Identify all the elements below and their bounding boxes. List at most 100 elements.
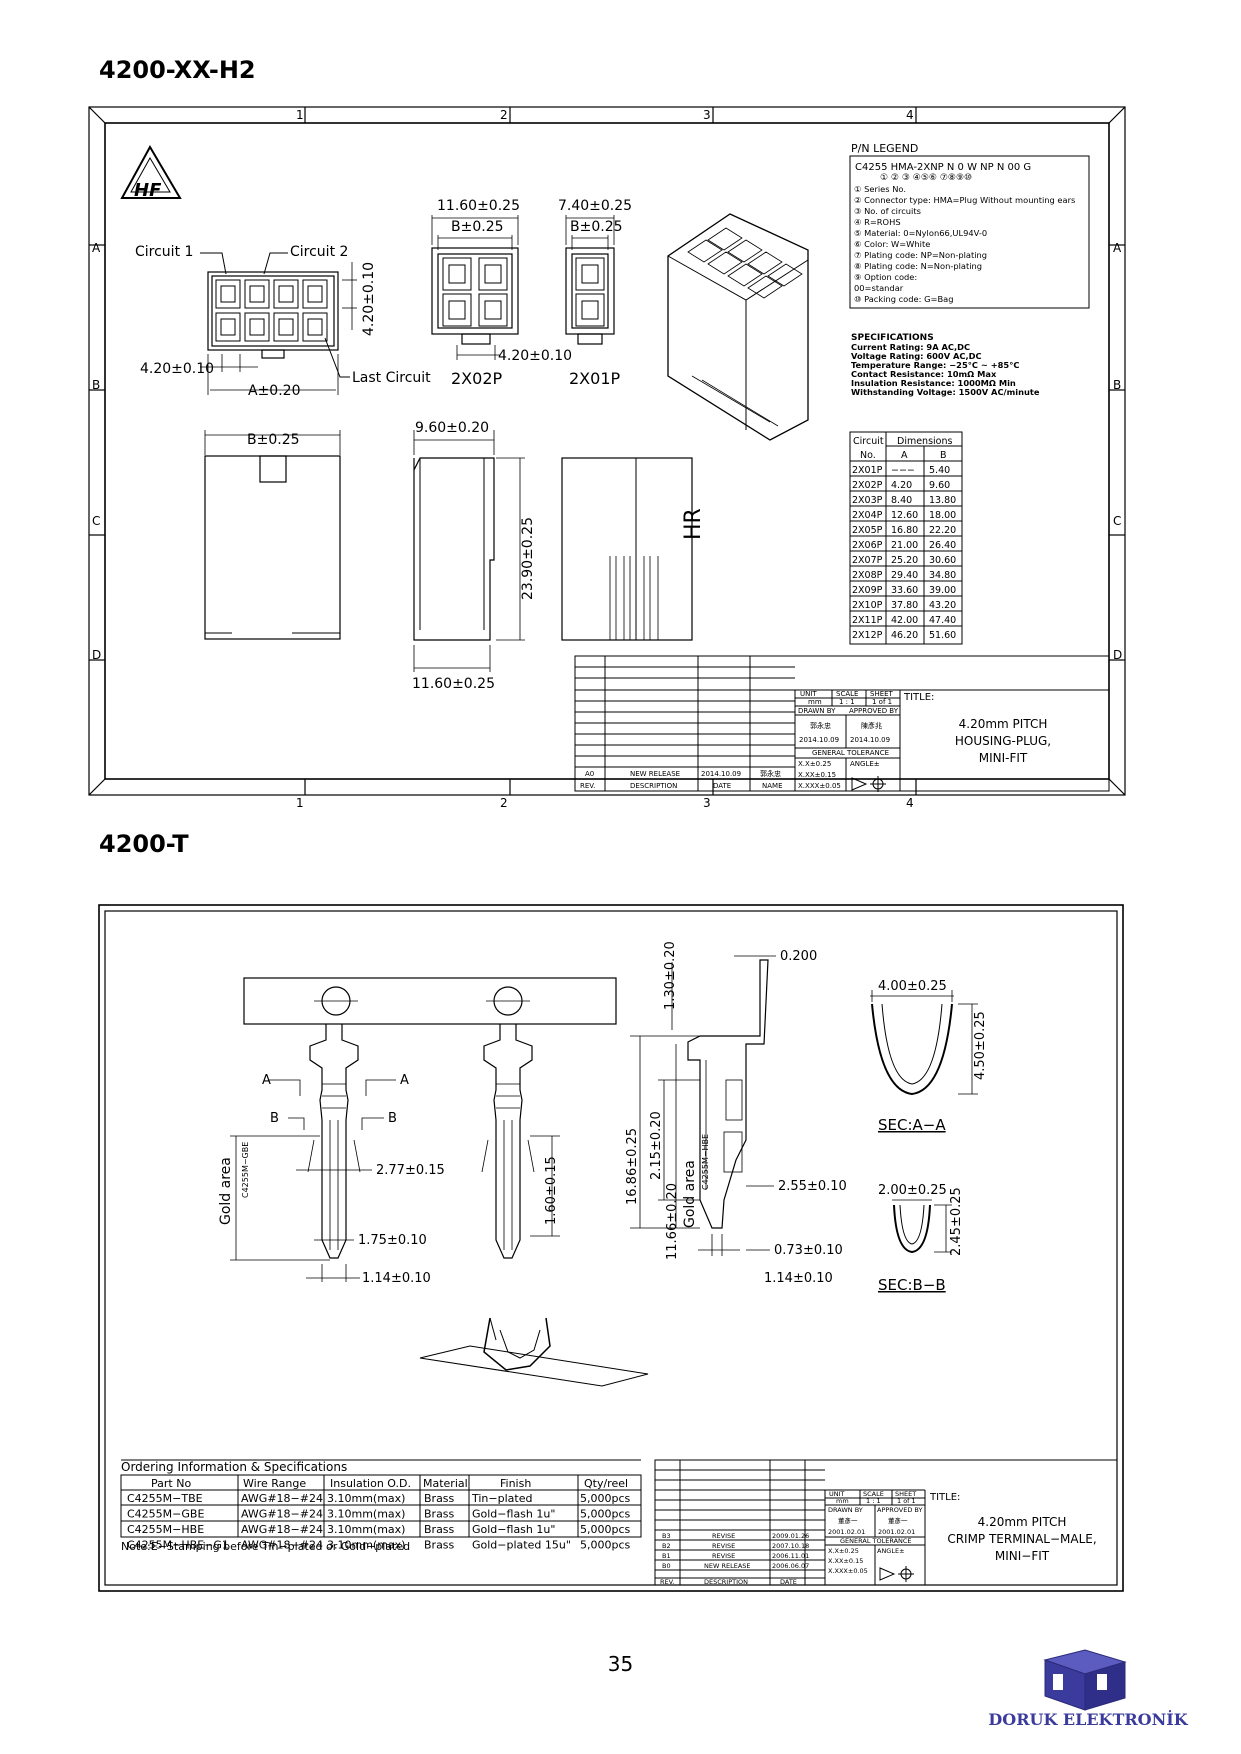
tb2-sheet-h: SHEET [895, 1490, 916, 1498]
dim-table-b: 13.80 [929, 495, 956, 506]
dim-table-b: 34.80 [929, 570, 956, 581]
ordering-cell: 3.10mm(max) [327, 1508, 405, 1521]
label-a-right: A [400, 1073, 409, 1088]
sec-aa-height: 4.50±0.25 [973, 1011, 988, 1080]
spec-line: Current Rating: 9A AC,DC [851, 342, 970, 352]
dim-1-14-a: 1.14±0.10 [362, 1271, 431, 1286]
ordering-header: Finish [500, 1477, 531, 1490]
ordering-cell: C4255M−GBE [127, 1508, 204, 1521]
zone-b-left: B [92, 378, 100, 392]
label-b-left: B [270, 1111, 279, 1126]
tb1-date-h: DATE [713, 782, 731, 790]
ordering-cell: 3.10mm(max) [327, 1492, 405, 1505]
tb2-drawn-by: DRAWN BY [828, 1506, 863, 1514]
tb1-approved-by: APPROVED BY [849, 707, 899, 715]
tb2-rev-date: 2007.10.18 [772, 1542, 809, 1550]
dim-table-header-b: B [940, 450, 947, 461]
dim-table-circuit: 2X04P [852, 510, 883, 521]
zone-c-right: C [1113, 514, 1121, 528]
ordering-title: Ordering Information & Specifications [121, 1460, 347, 1474]
tb1-rev-name: 郭永忠 [760, 769, 781, 778]
tb1-title-line: MINI-FIT [979, 751, 1028, 765]
dim-1-75: 1.75±0.10 [358, 1233, 427, 1248]
tb1-drawn-by: DRAWN BY [798, 707, 836, 715]
tb2-tol3: X.XXX±0.05 [828, 1567, 868, 1575]
dim-table-a: 42.00 [891, 615, 918, 626]
dim-a-020: A±0.20 [248, 383, 300, 399]
tb1-tol1: X.X±0.25 [798, 760, 831, 768]
tb1-name-h: NAME [762, 782, 783, 790]
dim-1-30: 1.30±0.20 [663, 941, 678, 1010]
tb2-rev: B0 [662, 1562, 671, 1570]
tb2-unit-v: mm [836, 1497, 849, 1505]
tb1-approved-name: 陳彥兆 [861, 721, 882, 730]
dim-table-a: 37.80 [891, 600, 918, 611]
legend-item: ⑥ Color: W=White [854, 239, 930, 249]
dim-pitch-v: 4.20±0.10 [361, 262, 377, 336]
ordering-cell: C4255M−HBE−G1 [127, 1539, 229, 1552]
tb2-title-label: TITLE: [929, 1492, 960, 1503]
ordering-header: Material [423, 1477, 468, 1490]
ordering-cell: AWG#18−#24 [241, 1492, 323, 1505]
circuit-1-label: Circuit 1 [135, 244, 193, 260]
dim-table-circuit: 2X07P [852, 555, 883, 566]
page-number: 35 [607, 1652, 634, 1676]
legend-item: ⑩ Packing code: G=Bag [854, 294, 954, 304]
tb2-title-line: CRIMP TERMINAL−MALE, [947, 1532, 1096, 1546]
dim-table-a: 29.40 [891, 570, 918, 581]
dim-b-side: B±0.25 [247, 432, 300, 448]
dimension-table-grid [849, 431, 963, 645]
tb2-scale-h: SCALE [863, 1490, 884, 1498]
tb1-rev-desc: NEW RELEASE [630, 770, 680, 778]
spec-line: Voltage Rating: 600V AC,DC [851, 351, 982, 361]
dim-table-b: 18.00 [929, 510, 956, 521]
tb2-rev: B1 [662, 1552, 671, 1560]
tb2-rev-desc: NEW RELEASE [704, 1562, 751, 1570]
dimension-table: Circuit No. Dimensions A B 2X01P−−−5.402… [852, 436, 956, 641]
tb2-approved-name: 董彥一 [888, 1516, 908, 1525]
dim-0-73: 0.73±0.10 [774, 1243, 843, 1258]
tb1-tol3: X.XXX±0.05 [798, 782, 841, 790]
gold-code-2: C4255M−HBE [701, 1134, 710, 1190]
dim-b-025-2x01: B±0.25 [570, 219, 623, 235]
hf-mark: HF [134, 180, 162, 201]
dim-table-b: 30.60 [929, 555, 956, 566]
label-2x01p: 2X01P [569, 369, 621, 388]
dim-23-90: 23.90±0.25 [520, 517, 536, 600]
ordering-cell: Brass [424, 1539, 455, 1552]
tb1-angle: ANGLE± [850, 760, 880, 768]
tb2-angle: ANGLE± [877, 1547, 905, 1555]
tb1-rev-date: 2014.10.09 [701, 770, 741, 778]
housing-drawing: 1 2 3 4 1 2 3 4 A B C D A B C D HF 11.60… [88, 106, 1126, 810]
tb2-drawn-date: 2001.02.01 [828, 1528, 865, 1536]
dim-table-circuit: 2X03P [852, 495, 883, 506]
sec-bb-height: 2.45±0.25 [949, 1187, 964, 1256]
dim-table-circuit: 2X12P [852, 630, 883, 641]
ordering-cell: Gold−flash 1u" [472, 1523, 555, 1536]
ordering-cell: AWG#18−#24 [241, 1508, 323, 1521]
tb1-scale-v: 1 : 1 [839, 698, 855, 706]
tb2-approved-by: APPROVED BY [877, 1506, 923, 1514]
tb1-drawn-date: 2014.10.09 [799, 736, 839, 744]
dim-table-b: 26.40 [929, 540, 956, 551]
dim-16-86: 16.86±0.25 [625, 1128, 640, 1205]
dim-table-circuit: 2X01P [852, 465, 883, 476]
ordering-cell: 5,000pcs [580, 1523, 631, 1536]
label-a-left: A [262, 1073, 271, 1088]
tb1-rev-a0: A0 [585, 770, 594, 778]
tb1-unit-v: mm [808, 698, 822, 706]
tb2-approved-date: 2001.02.01 [878, 1528, 915, 1536]
zone-1-bottom: 1 [296, 796, 304, 810]
tb2-rev-date: 2006.11.01 [772, 1552, 809, 1560]
tb1-rev-h: REV. [580, 782, 595, 790]
sec-aa-width: 4.00±0.25 [878, 979, 947, 994]
tb2-tol2: X.XX±0.15 [828, 1557, 863, 1565]
ordering-cell: 5,000pcs [580, 1508, 631, 1521]
dim-2-55: 2.55±0.10 [778, 1179, 847, 1194]
ordering-cell: Gold−flash 1u" [472, 1508, 555, 1521]
tb1-desc-h: DESCRIPTION [630, 782, 677, 790]
legend-item: ③ No. of circuits [854, 206, 921, 216]
tb2-desc-h: DESCRIPTION [704, 1578, 748, 1586]
dim-table-b: 51.60 [929, 630, 956, 641]
tb2-scale-v: 1 : 1 [866, 1497, 881, 1505]
